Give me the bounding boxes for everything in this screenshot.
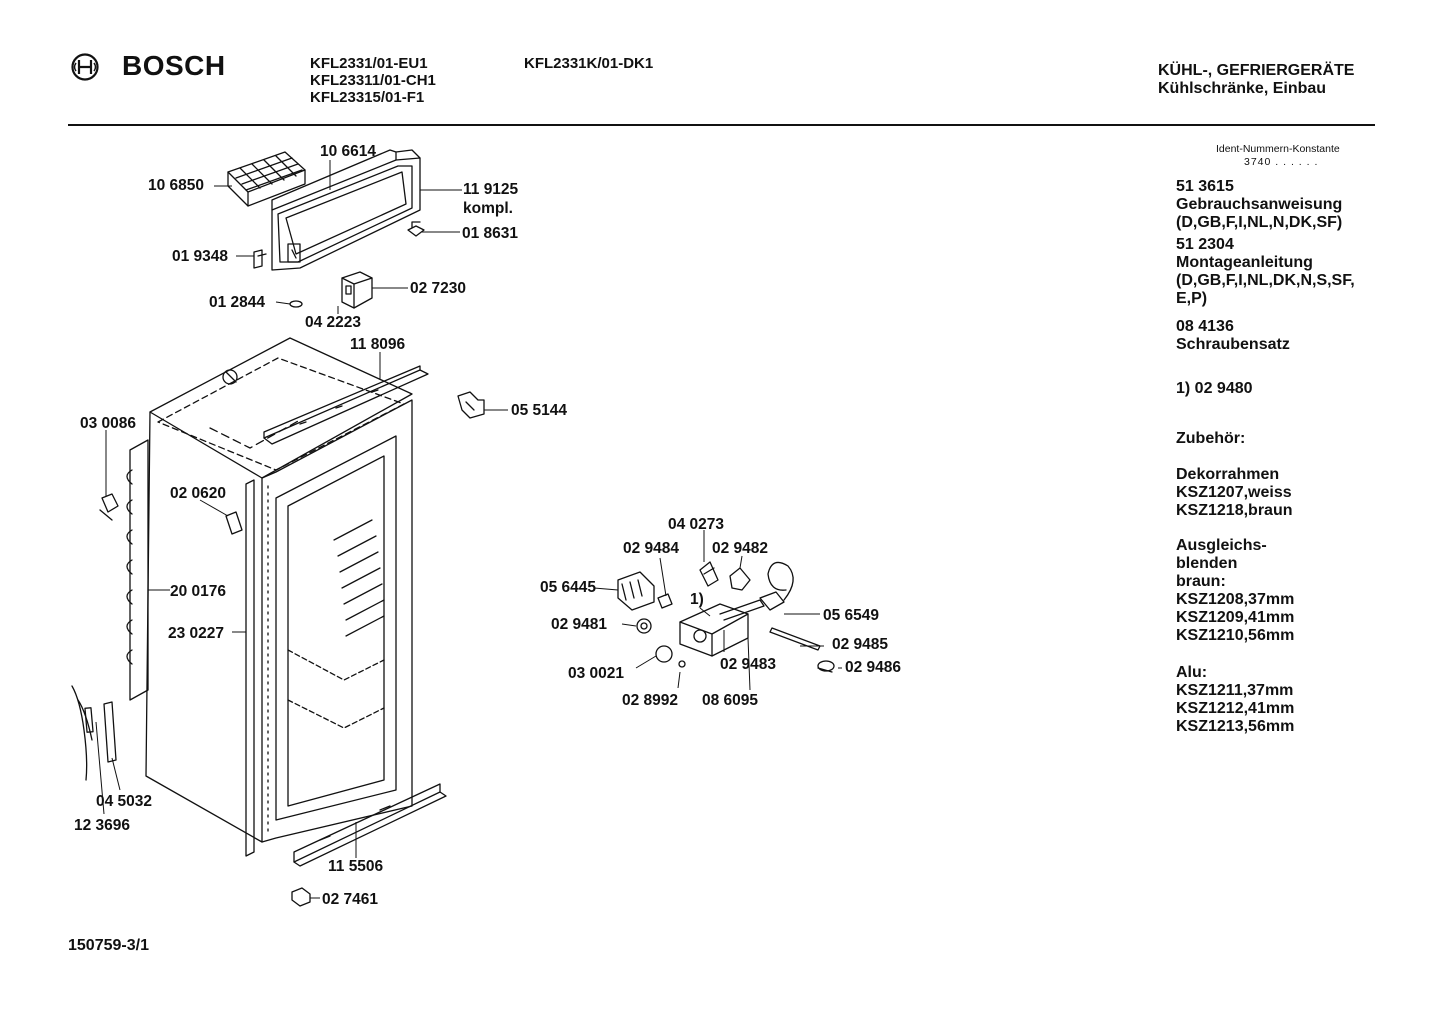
part-label: 03 0086 <box>80 415 137 432</box>
part-label: 04 0273 <box>668 516 725 533</box>
part-label: 02 9486 <box>845 659 902 676</box>
manual-number: 51 3615 <box>1176 178 1234 195</box>
part-label: 04 2223 <box>305 314 362 331</box>
install-item: 51 2304 Montageanleitung (D,GB,F,I,NL,DK… <box>1176 236 1355 308</box>
ice-tray-icon <box>227 151 306 207</box>
model-dk: KFL2331K/01-DK1 <box>524 55 654 72</box>
ausgleich-title: Ausgleichs- <box>1176 537 1267 554</box>
model-2: KFL23311/01-CH1 <box>310 72 436 89</box>
bosch-logo-icon <box>71 53 99 81</box>
part-label: 20 0176 <box>170 583 227 600</box>
alu-title: Alu: <box>1176 664 1208 681</box>
part-label: 02 9484 <box>623 540 680 557</box>
part-label: 02 9483 <box>720 656 777 673</box>
alu-item: KSZ1212,41mm <box>1176 700 1295 717</box>
ausgleich-title: blenden <box>1176 555 1238 572</box>
hinge-icon <box>253 249 267 269</box>
accessories-title: Zubehör: <box>1176 430 1246 447</box>
handle-bracket-icon <box>341 271 373 309</box>
install-title: Montageanleitung <box>1176 254 1313 271</box>
screw-item: 08 4136 Schraubensatz <box>1176 318 1290 354</box>
category-subtitle: Kühlschränke, Einbau <box>1158 80 1327 97</box>
deco-item: KSZ1218,braun <box>1176 502 1293 519</box>
part-label: 1) <box>690 591 704 608</box>
condenser-coil-icon <box>126 439 149 701</box>
ausgleich-item: KSZ1210,56mm <box>1176 627 1295 644</box>
screw-title: Schraubensatz <box>1176 336 1290 353</box>
part-label: 10 6850 <box>148 177 205 194</box>
part-label: 01 9348 <box>172 248 229 265</box>
install-langs-2: E,P) <box>1176 290 1208 307</box>
part-label: 02 0620 <box>170 485 227 502</box>
bottom-rail-icon <box>293 783 447 867</box>
part-label: 11 5506 <box>328 858 384 875</box>
model-list: KFL2331/01-EU1 KFL23311/01-CH1 KFL23315/… <box>310 55 436 106</box>
model-3: KFL23315/01-F1 <box>310 89 425 106</box>
header-divider <box>68 124 1375 126</box>
part-label: 11 9125 <box>463 181 519 198</box>
alu-item: KSZ1213,56mm <box>1176 718 1295 735</box>
screw-number: 08 4136 <box>1176 318 1234 335</box>
leader-lines <box>95 160 842 899</box>
part-label: 10 6614 <box>320 143 377 160</box>
part-label: 02 9485 <box>832 636 889 653</box>
deco-item: KSZ1207,weiss <box>1176 484 1292 501</box>
part-label: 01 8631 <box>462 225 519 242</box>
part-label: 01 2844 <box>209 294 266 311</box>
part-label: 03 0021 <box>568 665 625 682</box>
install-number: 51 2304 <box>1176 236 1234 253</box>
part-label: 02 9482 <box>712 540 769 557</box>
part-label: 12 3696 <box>74 817 131 834</box>
deco-title: Dekorrahmen <box>1176 466 1280 483</box>
thermo-clip-icon <box>99 493 119 521</box>
part-label: 02 7230 <box>410 280 467 297</box>
install-langs-1: (D,GB,F,I,NL,DK,N,S,SF, <box>1176 272 1355 289</box>
brand-name: BOSCH <box>122 50 226 81</box>
alu-item: KSZ1211,37mm <box>1176 682 1294 699</box>
part-label: 02 7461 <box>322 891 379 908</box>
part-label: 05 6445 <box>540 579 597 596</box>
bracket-icon <box>407 221 425 237</box>
manual-langs: (D,GB,F,I,NL,N,DK,SF) <box>1176 214 1343 231</box>
sensor-cable-icon <box>71 685 117 781</box>
manual-item: 51 3615 Gebrauchsanweisung (D,GB,F,I,NL,… <box>1176 178 1342 232</box>
clip-icon <box>457 391 485 419</box>
ausgleich-group: Ausgleichs- blenden braun: KSZ1208,37mm … <box>1176 537 1294 645</box>
plug-icon <box>289 300 303 308</box>
part-label: 02 8992 <box>622 692 679 709</box>
ausgleich-item: KSZ1209,41mm <box>1176 609 1295 626</box>
part-label: 08 6095 <box>702 692 759 709</box>
document-number: 150759-3/1 <box>68 937 149 954</box>
part-label: kompl. <box>463 200 513 217</box>
freezer-door-icon <box>271 149 421 271</box>
part-label: 23 0227 <box>168 625 225 642</box>
part-label: 11 8096 <box>350 336 406 353</box>
deco-group: Dekorrahmen KSZ1207,weiss KSZ1218,braun <box>1176 466 1292 520</box>
ident-title: Ident-Nummern-Konstante <box>1216 143 1340 155</box>
top-rail-icon <box>263 365 429 445</box>
category-title: KÜHL-, GEFRIERGERÄTE <box>1158 62 1355 79</box>
ausgleich-title: braun: <box>1176 573 1226 590</box>
part-label: 04 5032 <box>96 793 153 810</box>
model-1: KFL2331/01-EU1 <box>310 55 428 72</box>
alu-group: Alu: KSZ1211,37mm KSZ1212,41mm KSZ1213,5… <box>1176 664 1294 736</box>
ident-value: 3740 . . . . . . <box>1244 156 1319 168</box>
foot-icon <box>291 887 311 907</box>
part-label: 05 5144 <box>511 402 568 419</box>
part-label: 02 9481 <box>551 616 608 633</box>
small-bracket-icon <box>225 511 243 535</box>
ausgleich-item: KSZ1208,37mm <box>1176 591 1295 608</box>
part-label: 05 6549 <box>823 607 880 624</box>
footnote: 1) 02 9480 <box>1176 380 1253 397</box>
manual-title: Gebrauchsanweisung <box>1176 196 1343 213</box>
